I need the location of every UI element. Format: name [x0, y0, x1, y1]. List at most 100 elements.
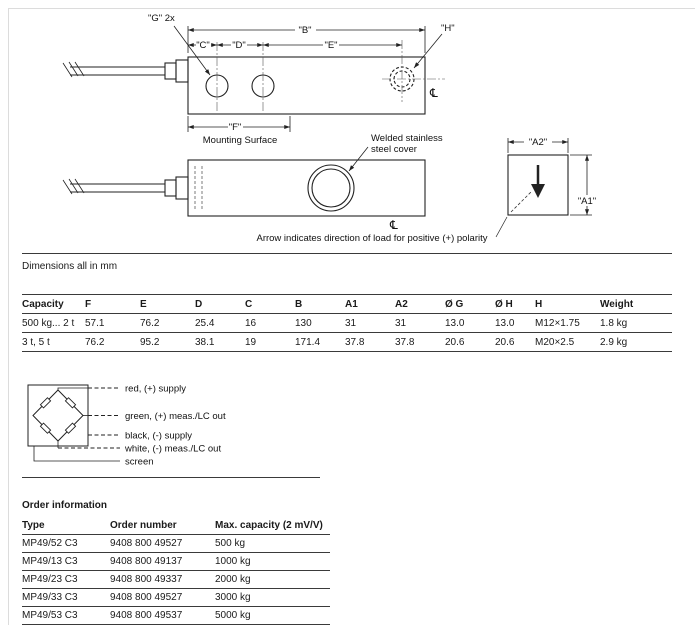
- section-divider: [22, 477, 320, 478]
- dim-cell: 3 t, 5 t: [22, 332, 85, 352]
- dimensions-table: Capacity F E D C B A1 A2 Ø G Ø H H Weigh…: [22, 294, 672, 352]
- dim-cell: 31: [345, 313, 395, 333]
- table-row: MP49/53 C3 9408 800 49537 5000 kg: [22, 606, 330, 625]
- page-edge-top: [8, 8, 695, 9]
- load-cell-body-outline: [27, 384, 89, 447]
- order-info-table: Type Order number Max. capacity (2 mV/V)…: [22, 517, 330, 625]
- col-a1: A1: [345, 294, 395, 314]
- order-cell: MP49/33 C3: [22, 588, 110, 607]
- order-cell: 1000 kg: [215, 552, 330, 571]
- dim-cell: 20.6: [445, 332, 495, 352]
- centerline-symbol: ℄: [389, 218, 398, 232]
- side-view-drawing: Welded stainless steel cover ℄ Arrow ind…: [62, 133, 508, 244]
- dim-cell: 25.4: [195, 313, 245, 333]
- dim-cell: 171.4: [295, 332, 345, 352]
- cover-label-line2: steel cover: [371, 144, 417, 155]
- wire-label-screen: screen: [125, 457, 154, 468]
- dim-cell: 13.0: [495, 313, 535, 333]
- order-cell: 9408 800 49337: [110, 570, 215, 589]
- label-mask: [231, 39, 247, 50]
- dim-cell: 19: [245, 332, 295, 352]
- dim-cell: 2.9 kg: [600, 332, 672, 352]
- polarity-note: Arrow indicates direction of load for po…: [256, 233, 487, 244]
- dim-cell: 31: [395, 313, 445, 333]
- dim-cell: 37.8: [395, 332, 445, 352]
- col-dia-g: Ø G: [445, 294, 495, 314]
- table-row: 500 kg... 2 t 57.1 76.2 25.4 16 130 31 3…: [22, 313, 672, 333]
- page-edge-left: [8, 8, 9, 625]
- col-h: H: [535, 294, 600, 314]
- wire-stubs: [57, 387, 88, 448]
- order-cell: 9408 800 49537: [110, 606, 215, 625]
- order-cell: 3000 kg: [215, 588, 330, 607]
- end-view-drawing: "A2" "A1": [507, 136, 601, 216]
- polarity-leader-line: [495, 216, 508, 238]
- wire-label-black: black, (-) supply: [125, 431, 192, 442]
- dim-label-d: "D": [232, 40, 246, 51]
- dim-label-b: "B": [298, 25, 311, 36]
- col-a2: A2: [395, 294, 445, 314]
- cover-leader-line: [348, 146, 369, 172]
- dims-header-row: Capacity F E D C B A1 A2 Ø G Ø H H Weigh…: [22, 294, 672, 314]
- dim-label-f: "F": [229, 122, 242, 133]
- dim-cell: 57.1: [85, 313, 140, 333]
- table-row: MP49/13 C3 9408 800 49137 1000 kg: [22, 552, 330, 571]
- wiring-diagram: red, (+) supply green, (+) meas./LC out …: [27, 384, 226, 468]
- beam-outline: [187, 56, 426, 115]
- cable-gland-nut: [164, 62, 177, 80]
- load-direction-arrow-icon: [531, 184, 545, 198]
- label-mask: [573, 195, 601, 206]
- strain-gauge-resistors: [39, 397, 77, 434]
- end-view-outline: [507, 154, 569, 216]
- order-cell: MP49/13 C3: [22, 552, 110, 571]
- order-cell: 9408 800 49527: [110, 534, 215, 553]
- order-cell: 500 kg: [215, 534, 330, 553]
- wire-label-red: red, (+) supply: [125, 384, 186, 395]
- order-cell: 5000 kg: [215, 606, 330, 625]
- order-cell: MP49/52 C3: [22, 534, 110, 553]
- dim-label-a2: "A2": [529, 137, 547, 148]
- diagonal-hidden-line: [510, 190, 533, 213]
- order-cell: 2000 kg: [215, 570, 330, 589]
- mounting-surface-label: Mounting Surface: [203, 135, 277, 146]
- col-e: E: [140, 294, 195, 314]
- dim-cell: 130: [295, 313, 345, 333]
- dim-cell: 95.2: [140, 332, 195, 352]
- dim-cell: 500 kg... 2 t: [22, 313, 85, 333]
- table-row: 3 t, 5 t 76.2 95.2 38.1 19 171.4 37.8 37…: [22, 332, 672, 352]
- bridge-diamond: [32, 389, 84, 442]
- screen-wire: [33, 446, 120, 462]
- top-view-drawing: "B" "C" "D" "E" "F" "G" 2x "H" Mounting …: [62, 13, 455, 146]
- wire-label-green: green, (+) meas./LC out: [125, 411, 226, 422]
- h-leader-line: [413, 33, 443, 69]
- col-order-number: Order number: [110, 517, 215, 535]
- label-mask: [323, 39, 339, 50]
- dim-label-h: "H": [441, 23, 455, 34]
- dim-cell: 1.8 kg: [600, 313, 672, 333]
- cable-gland: [175, 59, 189, 83]
- table-row: MP49/23 C3 9408 800 49337 2000 kg: [22, 570, 330, 589]
- col-max-capacity: Max. capacity (2 mV/V): [215, 517, 330, 535]
- dim-cell: 13.0: [445, 313, 495, 333]
- col-c: C: [245, 294, 295, 314]
- table-row: MP49/52 C3 9408 800 49527 500 kg: [22, 534, 330, 553]
- welded-cover-outline: [307, 164, 355, 212]
- cover-label-line1: Welded stainless: [371, 133, 443, 144]
- cable-end-hatch: [62, 178, 85, 195]
- dim-label-e: "E": [324, 40, 337, 51]
- dim-cell: 37.8: [345, 332, 395, 352]
- order-cell: MP49/23 C3: [22, 570, 110, 589]
- col-type: Type: [22, 517, 110, 535]
- hidden-lines: [194, 166, 203, 210]
- dim-label-c: "C": [196, 40, 210, 51]
- label-mask: [196, 39, 211, 50]
- cable-gland-nut: [164, 179, 177, 197]
- dim-cell: 76.2: [140, 313, 195, 333]
- dim-cell: 76.2: [85, 332, 140, 352]
- cable-gland: [175, 176, 189, 200]
- col-capacity: Capacity: [22, 294, 85, 314]
- table-row: MP49/33 C3 9408 800 49527 3000 kg: [22, 588, 330, 607]
- technical-drawings: "B" "C" "D" "E" "F" "G" 2x "H" Mounting …: [62, 13, 601, 244]
- welded-cover-inner: [311, 168, 351, 208]
- section-divider: [22, 253, 672, 254]
